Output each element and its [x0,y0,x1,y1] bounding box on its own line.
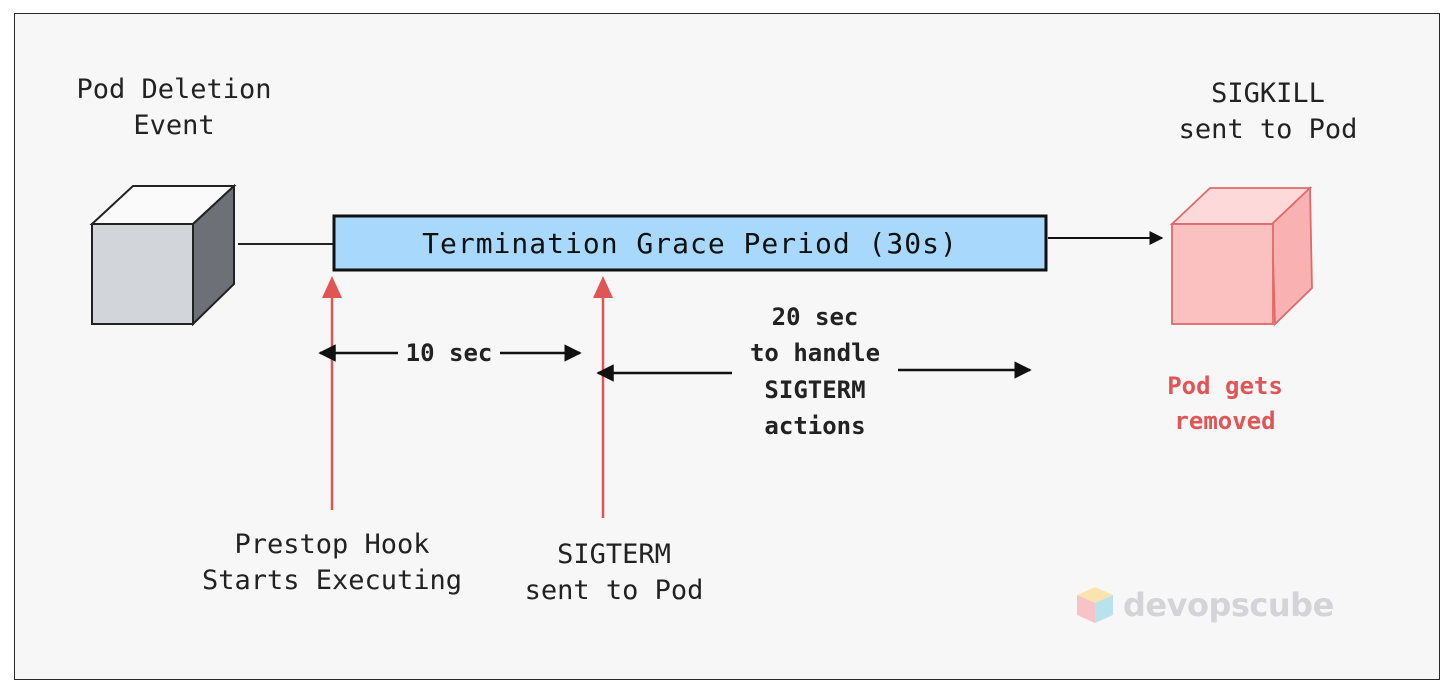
prestop-red-arrow [322,276,342,510]
ten-sec-label: 10 sec [405,339,493,367]
sigterm-red-arrow [593,276,613,518]
prestop-hook-label: Prestop Hook Starts Executing [201,529,463,597]
pod-deletion-label: Pod Deletion Event [76,74,272,142]
twenty-sec-label: 20 sec to handle SIGTERM actions [749,303,881,441]
watermark-text: devopscube [1123,586,1334,624]
grace-period-bar [332,214,1048,272]
sigterm-label: SIGTERM sent to Pod [524,539,704,607]
sigkill-label: SIGKILL sent to Pod [1178,78,1358,146]
devopscube-watermark: devopscube [1073,583,1334,627]
removed-pod-cube-icon [1169,185,1313,327]
grace-period-label: Termination Grace Period (30s) [422,226,958,260]
deleted-pod-cube-icon [89,183,237,327]
pod-removed-label: Pod gets removed [1167,372,1283,435]
twenty-sec-interval-arrow [596,361,1032,382]
cube-logo-icon [1077,587,1113,623]
diagram-canvas [14,13,1440,680]
